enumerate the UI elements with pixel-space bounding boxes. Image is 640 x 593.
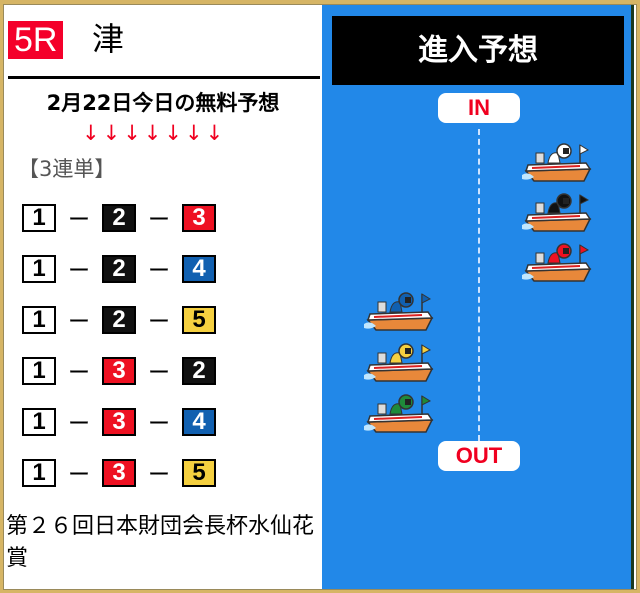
entry-prediction-panel: 進入予想 IN OUT	[322, 5, 634, 589]
dash: ー	[147, 208, 170, 233]
boat-number-box: 4	[182, 255, 216, 283]
dash: ー	[147, 361, 170, 386]
dash: ー	[67, 412, 90, 437]
boat-4-icon	[362, 290, 440, 334]
dash: ー	[67, 361, 90, 386]
boat-number-box: 2	[102, 204, 136, 232]
down-arrows-icon: ↓↓↓↓↓↓↓	[82, 121, 227, 145]
boat-6-icon	[362, 392, 440, 436]
boat-number-box: 1	[22, 408, 56, 436]
headline: 2月22日今日の無料予想	[46, 91, 280, 115]
dash: ー	[67, 463, 90, 488]
dash: ー	[147, 310, 170, 335]
boat-number-box: 1	[22, 459, 56, 487]
boat-5-icon	[362, 341, 440, 385]
dash: ー	[147, 463, 170, 488]
boat-number-box: 2	[102, 255, 136, 283]
race-number-badge: 5R	[8, 21, 64, 59]
boat-number-box: 4	[182, 408, 216, 436]
boat-2-icon	[520, 191, 598, 235]
boat-3-icon	[520, 241, 598, 285]
dash: ー	[147, 259, 170, 284]
boat-number-box: 2	[102, 306, 136, 334]
race-title: 第２６回日本財団会長杯水仙花賞	[6, 514, 315, 571]
boat-number-box: 1	[22, 306, 56, 334]
boat-number-box: 1	[22, 255, 56, 283]
boat-number-box: 1	[22, 204, 56, 232]
dash: ー	[67, 310, 90, 335]
entry-title: 進入予想	[332, 16, 624, 85]
bet-type: 【3連単】	[18, 157, 116, 181]
boat-number-box: 3	[102, 357, 136, 385]
venue-name: 津	[92, 20, 125, 58]
dash: ー	[67, 259, 90, 284]
boat-number-box: 3	[102, 408, 136, 436]
out-label: OUT	[438, 441, 520, 471]
dash: ー	[147, 412, 170, 437]
boat-number-box: 1	[22, 357, 56, 385]
boat-1-icon	[520, 141, 598, 185]
dash: ー	[67, 208, 90, 233]
boat-number-box: 3	[102, 459, 136, 487]
course-line	[478, 129, 480, 441]
boat-number-box: 2	[182, 357, 216, 385]
boat-number-box: 5	[182, 459, 216, 487]
boat-number-box: 3	[182, 204, 216, 232]
in-label: IN	[438, 93, 520, 123]
boat-number-box: 5	[182, 306, 216, 334]
divider	[8, 76, 320, 79]
